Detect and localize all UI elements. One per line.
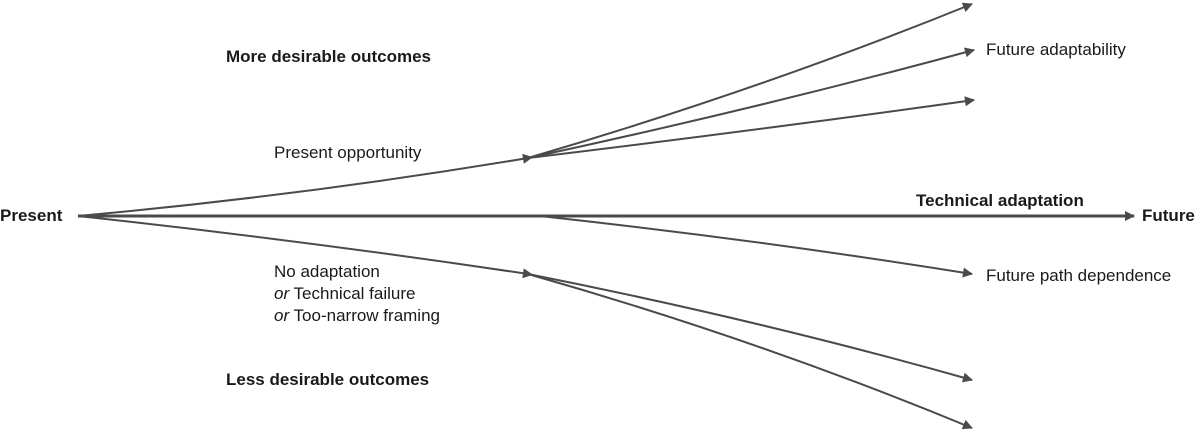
no-adaptation-arrow xyxy=(77,215,533,279)
less-desirable-label: Less desirable outcomes xyxy=(226,370,430,389)
more-desirable-label: More desirable outcomes xyxy=(226,47,432,66)
no-adaptation-block: No adaptation or Technical failure or To… xyxy=(274,261,440,327)
future-path-dependence-arrow xyxy=(539,215,973,278)
lower-branch-mid-arrow xyxy=(527,273,973,383)
no-adaptation-line: No adaptation xyxy=(274,262,380,281)
present-opportunity-label: Present opportunity xyxy=(274,143,422,162)
upper-branch-low-arrow xyxy=(527,96,975,159)
technical-failure-line: or Technical failure xyxy=(274,283,440,305)
future-adaptability-arrow xyxy=(527,47,975,159)
lower-branch-bottom-arrow xyxy=(527,273,973,430)
present-opportunity-arrow xyxy=(77,153,533,217)
or-connector: or xyxy=(274,284,290,303)
too-narrow-framing-line: or Too-narrow framing xyxy=(274,305,440,327)
future-label: Future xyxy=(1142,206,1195,225)
present-label: Present xyxy=(0,206,63,225)
future-adaptability-label: Future adaptability xyxy=(986,40,1126,59)
upper-branch-top-arrow xyxy=(527,2,973,159)
technical-failure-text: Technical failure xyxy=(293,284,416,303)
future-path-dependence-label: Future path dependence xyxy=(986,266,1172,285)
technical-adaptation-label: Technical adaptation xyxy=(916,191,1084,210)
too-narrow-framing-text: Too-narrow framing xyxy=(293,306,440,325)
or-connector: or xyxy=(274,306,290,325)
